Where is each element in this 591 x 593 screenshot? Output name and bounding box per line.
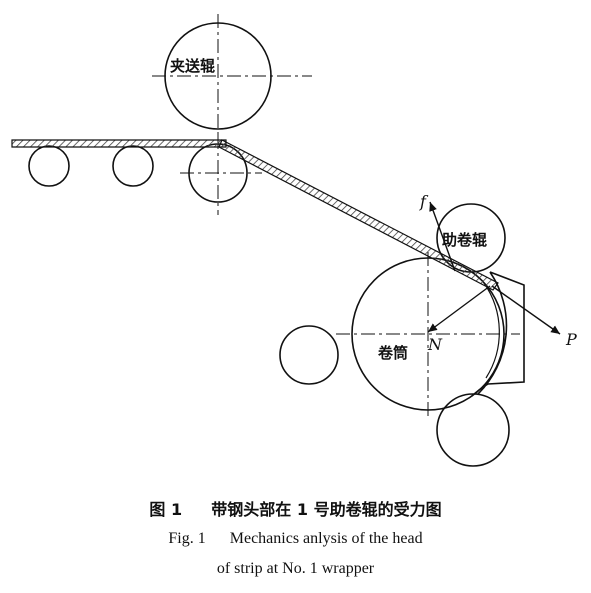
strip-horizontal xyxy=(11,139,227,148)
wrapper-roll-bottom xyxy=(436,393,510,467)
force-vector-P xyxy=(491,285,561,335)
wrapper-roll-label: 助卷辊 xyxy=(442,231,487,249)
table-roll-1 xyxy=(28,145,70,187)
caption-en-text-2: of strip at No. 1 wrapper xyxy=(216,560,375,577)
caption-en-line2: of strip at No. 1 wrapper xyxy=(0,560,591,578)
mechanics-diagram: 夹送辊 助卷辊 卷筒 f N P xyxy=(11,14,577,467)
pinch-roll-label: 夹送辊 xyxy=(170,57,215,75)
caption-cn: 图 1 带钢头部在 1 号助卷辊的受力图 xyxy=(0,496,591,520)
table-roll-2 xyxy=(112,145,154,187)
strip-inclined xyxy=(218,139,499,291)
strip xyxy=(11,139,499,291)
caption-cn-number: 图 1 xyxy=(149,500,183,519)
wrapper-guide-inner xyxy=(483,282,500,379)
force-label-N: N xyxy=(427,335,443,354)
caption-en-text-1: Mechanics anlysis of the head xyxy=(229,530,423,547)
wrapper-guide xyxy=(471,271,525,397)
caption-cn-text: 带钢头部在 1 号助卷辊的受力图 xyxy=(211,500,442,519)
caption-en-number: Fig. 1 xyxy=(168,530,206,547)
mandrel-label: 卷筒 xyxy=(377,344,408,362)
wrapper-roll-left xyxy=(279,325,339,385)
force-vector-N xyxy=(427,285,491,333)
force-vector-f xyxy=(429,201,456,272)
force-label-P: P xyxy=(565,330,577,349)
caption-en-line1: Fig. 1 Mechanics anlysis of the head xyxy=(0,530,591,548)
force-label-f: f xyxy=(419,192,429,211)
